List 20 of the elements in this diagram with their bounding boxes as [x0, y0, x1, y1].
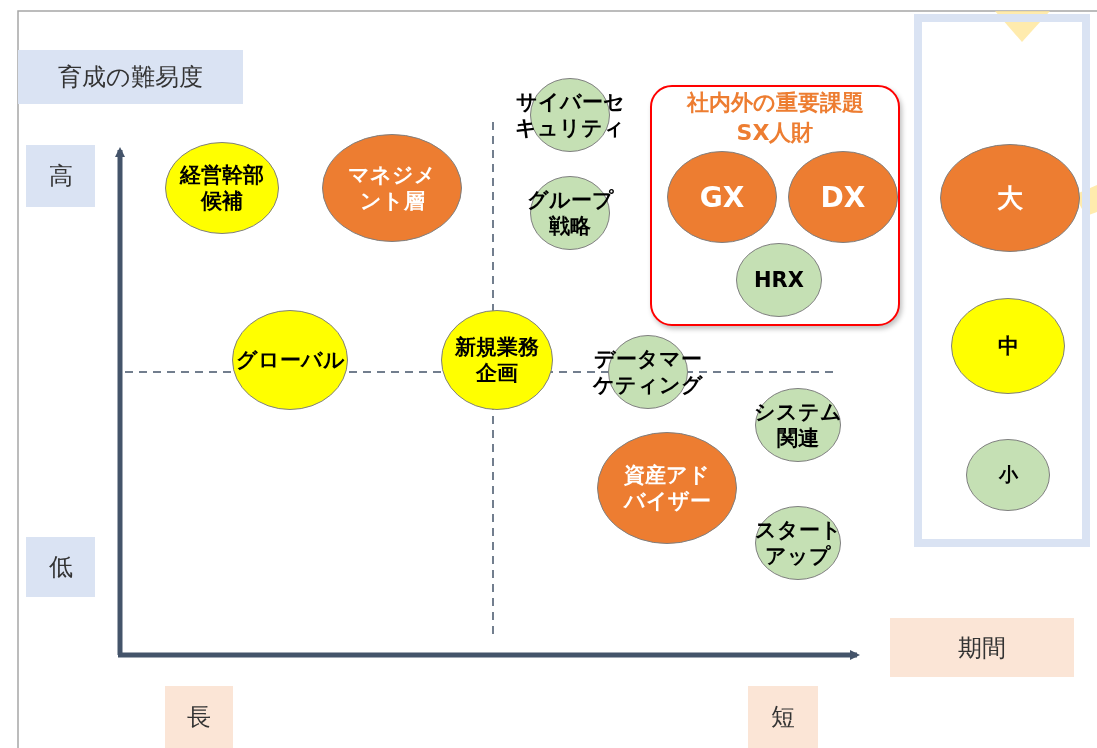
axis-label: 低 — [26, 537, 95, 597]
talent-bubble: HRX — [736, 243, 822, 317]
talent-bubble: 経営幹部候補 — [165, 142, 279, 234]
axis-label: 高 — [26, 145, 95, 207]
talent-bubble: マネジメント層 — [322, 134, 462, 242]
box-heading: 社内外の重要課題 — [685, 89, 865, 117]
axis-label: 育成の難易度 — [18, 50, 243, 104]
talent-bubble: 小 — [966, 439, 1050, 511]
group-box — [650, 85, 900, 326]
axis-label: 期間 — [890, 618, 1074, 677]
box-heading: SX人財 — [735, 119, 815, 147]
size-legend-box — [914, 14, 1090, 547]
axis-label: 長 — [165, 686, 233, 748]
talent-bubble: DX — [788, 151, 898, 243]
talent-bubble: GX — [667, 151, 777, 243]
axis-label: 短 — [748, 686, 818, 748]
talent-bubble: 大 — [940, 144, 1080, 252]
talent-bubble: 中 — [951, 298, 1065, 394]
talent-bubble: 新規業務企画 — [441, 310, 553, 410]
talent-bubble: 資産アドバイザー — [597, 432, 737, 544]
